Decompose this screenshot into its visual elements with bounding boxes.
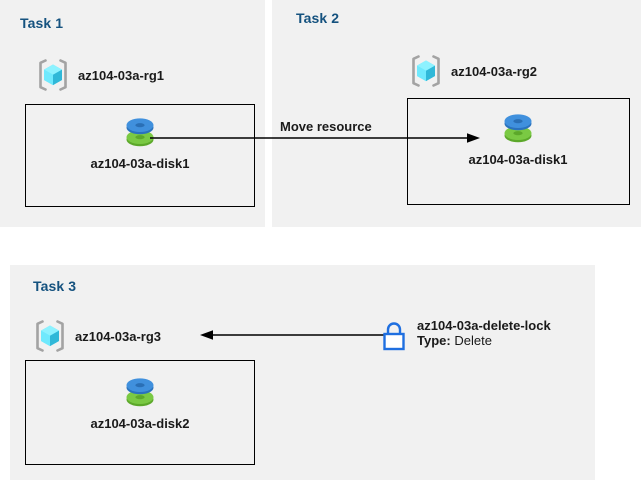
resource-group-icon [39,59,67,91]
managed-disk-icon [126,378,154,407]
resource-box-task-1 [25,104,255,207]
resource-box-task-2 [407,98,630,205]
resource-group-label-rg2: az104-03a-rg2 [451,63,537,79]
delete-lock-arrow [200,330,385,340]
resource-group-node-rg1[interactable]: az104-03a-rg1 [35,57,164,93]
panel-title-task-3: Task 3 [33,278,77,294]
move-resource-arrow [150,133,480,143]
resource-group-node-rg3[interactable]: az104-03a-rg3 [32,318,161,354]
disk-label-disk1-destination: az104-03a-disk1 [468,152,568,167]
delete-lock-type-value: Delete [454,333,492,349]
disk-node-disk1-source[interactable]: az104-03a-disk1 [60,112,220,171]
resource-group-label-rg1: az104-03a-rg1 [78,67,164,83]
disk-label-disk2: az104-03a-disk2 [90,416,190,431]
panel-title-task-1: Task 1 [20,15,64,31]
disk-node-disk1-destination[interactable]: az104-03a-disk1 [420,108,616,167]
move-resource-label: Move resource [280,119,372,134]
resource-box-task-3 [25,360,255,465]
resource-group-icon [36,320,64,352]
managed-disk-icon [504,114,532,143]
disk-node-disk2[interactable]: az104-03a-disk2 [60,372,220,431]
delete-lock-node[interactable]: az104-03a-delete-lock Type: Delete [379,318,551,353]
panel-task-1 [0,0,265,227]
panel-task-2 [272,0,641,227]
resource-group-node-rg2[interactable]: az104-03a-rg2 [408,53,537,89]
disk-label-disk1-source: az104-03a-disk1 [90,156,190,171]
panel-title-task-2: Task 2 [296,10,340,26]
lock-icon [383,322,405,351]
delete-lock-text: az104-03a-delete-lock Type: Delete [417,318,551,349]
delete-lock-type-row: Type: Delete [417,333,551,348]
delete-lock-type-key: Type: [417,333,451,349]
managed-disk-icon [126,118,154,147]
resource-group-icon [412,55,440,87]
panel-task-3 [10,265,595,480]
resource-group-label-rg3: az104-03a-rg3 [75,328,161,344]
delete-lock-name: az104-03a-delete-lock [417,318,551,333]
